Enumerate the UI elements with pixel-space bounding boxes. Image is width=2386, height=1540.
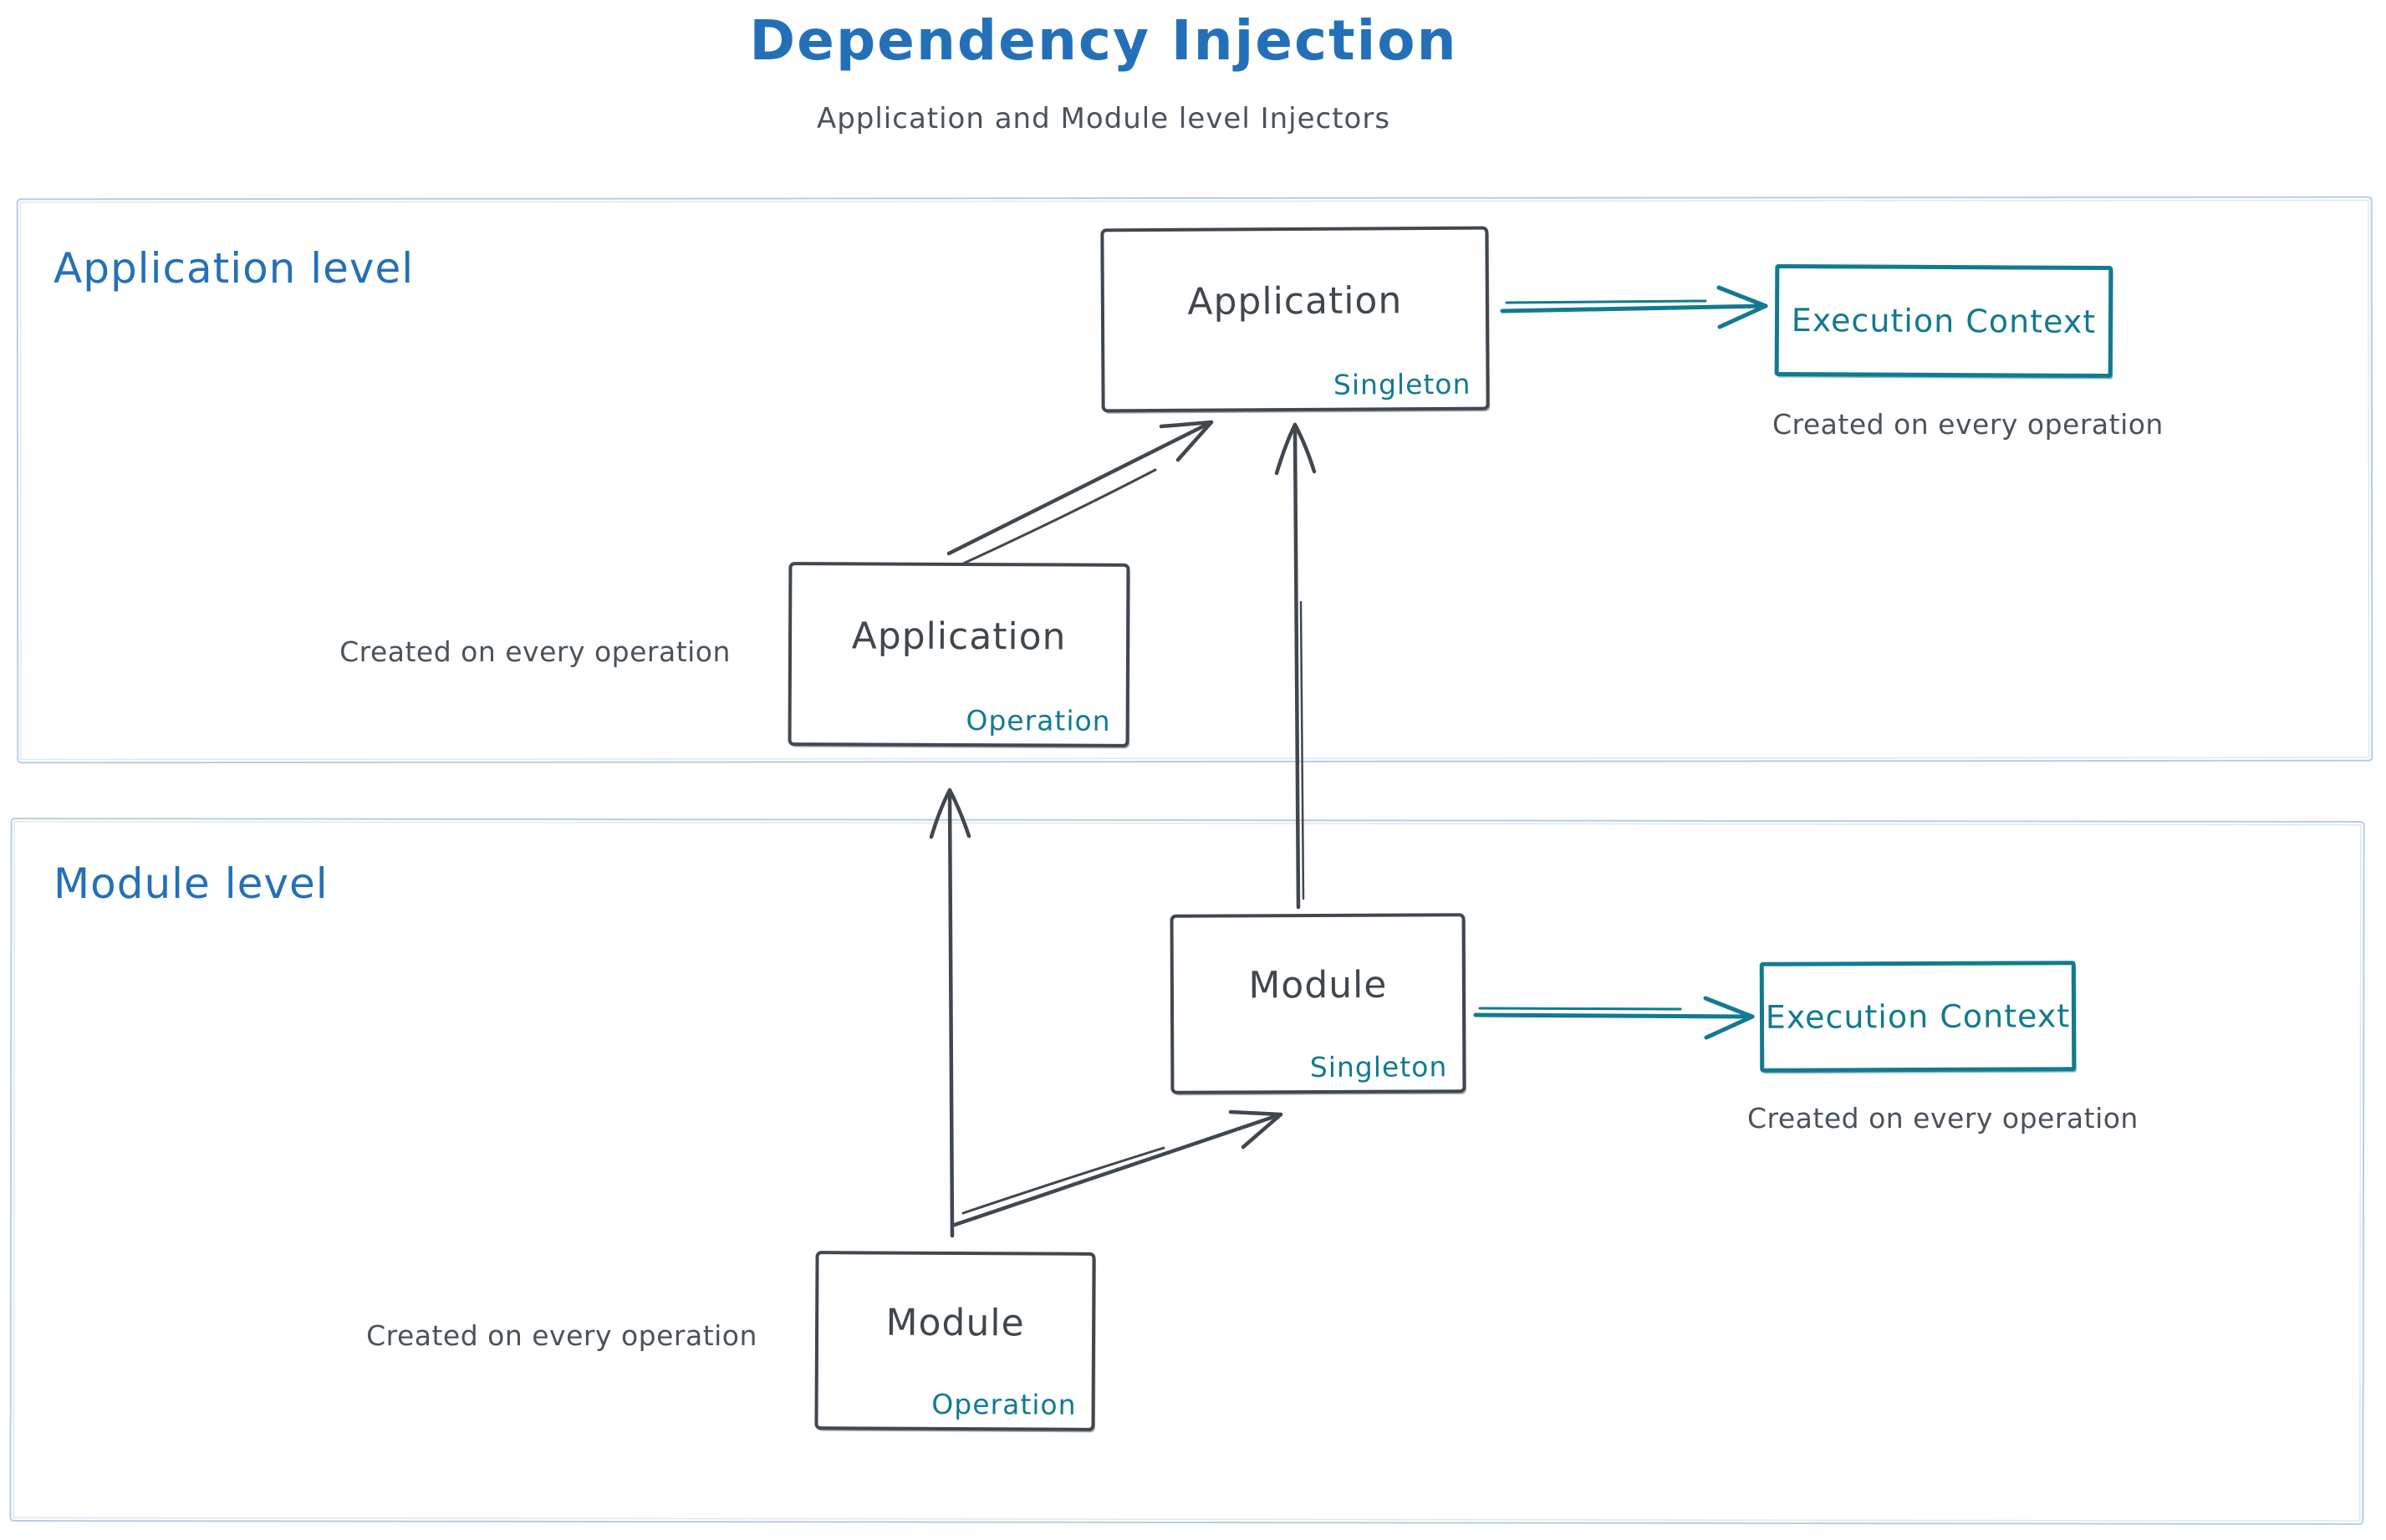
note-app-operation: Created on every operation bbox=[339, 635, 731, 668]
app-singleton-box: Application Singleton bbox=[1100, 226, 1490, 413]
note-module-operation: Created on every operation bbox=[366, 1319, 757, 1352]
module-operation-scope-label: Operation bbox=[931, 1387, 1077, 1421]
app-singleton-title: Application bbox=[1187, 278, 1403, 324]
execution-context-module-label: Execution Context bbox=[1765, 997, 2071, 1036]
module-operation-title: Module bbox=[885, 1301, 1025, 1344]
application-level-label: Application level bbox=[54, 244, 415, 293]
execution-context-module-box: Execution Context bbox=[1759, 961, 2077, 1073]
app-operation-scope-label: Operation bbox=[966, 704, 1111, 737]
app-singleton-scope-label: Singleton bbox=[1333, 367, 1471, 401]
module-singleton-box: Module Singleton bbox=[1170, 913, 1466, 1094]
execution-context-app-label: Execution Context bbox=[1791, 302, 2097, 340]
page-subtitle: Application and Module level Injectors bbox=[816, 102, 1391, 135]
app-operation-box: Application Operation bbox=[788, 562, 1130, 747]
note-execution-context-app: Created on every operation bbox=[1772, 408, 2164, 441]
module-singleton-scope-label: Singleton bbox=[1309, 1050, 1448, 1084]
module-level-label: Module level bbox=[54, 859, 329, 908]
module-singleton-title: Module bbox=[1248, 963, 1388, 1007]
execution-context-app-box: Execution Context bbox=[1774, 263, 2113, 379]
app-operation-title: Application bbox=[851, 614, 1067, 659]
module-operation-box: Module Operation bbox=[814, 1251, 1096, 1431]
page-title: Dependency Injection bbox=[749, 8, 1458, 73]
note-execution-context-module: Created on every operation bbox=[1747, 1102, 2139, 1135]
